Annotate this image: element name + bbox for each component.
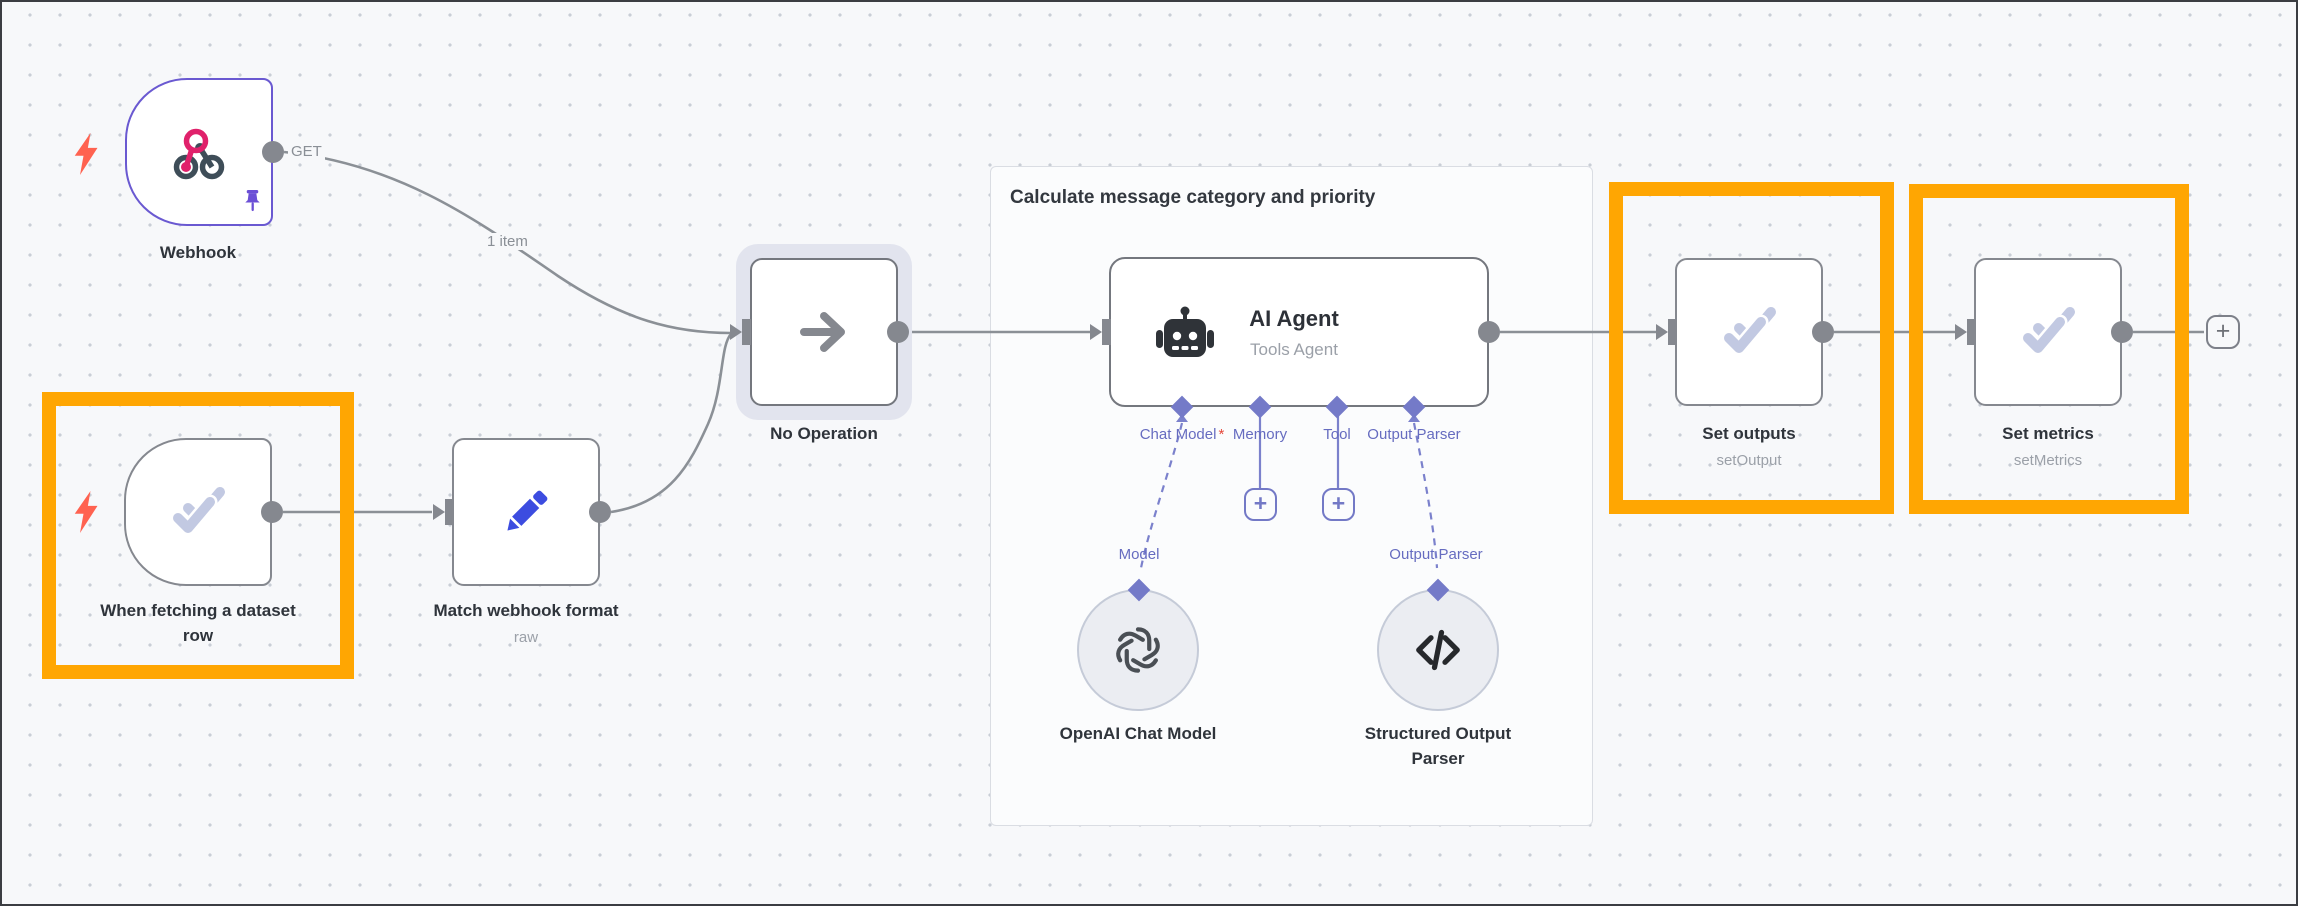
agent-port-label-tool: Tool [1323,426,1351,443]
trigger-bolt-icon [74,491,98,533]
agent-port-label-memory: Memory [1232,426,1288,443]
connection-match-to-noop[interactable] [610,333,733,514]
setmetrics-node-label: Set metrics [2002,424,2094,443]
add-memory-button[interactable]: + [1244,488,1277,521]
openai-node-label: OpenAI Chat Model [1059,724,1217,743]
agent-title: AI Agent [1249,306,1339,331]
noop-input-port[interactable] [730,319,751,345]
group-title: Calculate message category and priority [1010,187,1376,208]
setoutputs-node-label: Set outputs [1702,424,1796,443]
double-check-icon [1721,307,1776,356]
setoutputs-output-port[interactable] [1812,321,1834,343]
setmetrics-input-port[interactable] [1955,319,1976,345]
add-node-button[interactable]: + [2206,315,2240,349]
openai-logo-icon [1116,627,1160,673]
pencil-icon [507,490,548,531]
webhook-output-port[interactable] [262,141,284,163]
match-input-port[interactable] [433,499,454,525]
add-tool-button[interactable]: + [1322,488,1355,521]
setoutputs-input-port[interactable] [1656,319,1677,345]
match-output-port[interactable] [589,501,611,523]
trigger-bolt-icon [74,133,98,175]
match-node-label: Match webhook format [433,601,619,620]
connection-items-count-label: 1 item [484,233,531,250]
match-node-subtitle: raw [513,629,539,646]
connection-outputparser-to-parser[interactable] [1412,422,1439,569]
double-check-icon [2020,307,2075,356]
setmetrics-output-port[interactable] [2111,321,2133,343]
robot-icon [1156,306,1214,357]
arrow-right-icon [800,312,845,352]
webhook-output-method-label: GET [288,143,325,160]
noop-node-label: No Operation [770,424,878,443]
webhook-node-label: Webhook [159,243,237,262]
dataset-node-label: When fetching a dataset row [100,601,296,645]
parser-port-label: Output Parser [1389,546,1483,563]
agent-subtitle: Tools Agent [1250,340,1338,359]
connection-chatmodel-to-openai[interactable] [1139,422,1184,569]
node-match-webhook-format[interactable] [452,438,600,586]
pin-icon [245,190,260,212]
agent-output-port[interactable] [1478,321,1500,343]
agent-port-label-chat-model: Chat Model* [1139,426,1225,443]
connection-webhook-to-noop[interactable] [283,150,732,335]
setmetrics-node-subtitle: setMetrics [2013,452,2083,469]
openai-port-label: Model [1118,546,1160,563]
agent-input-port[interactable] [1090,319,1111,345]
setoutputs-node-subtitle: setOutput [1716,452,1782,469]
agent-port-label-output-parser: Output Parser [1367,426,1461,443]
noop-output-port[interactable] [887,321,909,343]
dataset-output-port[interactable] [261,501,283,523]
double-check-icon [170,487,225,536]
webhook-icon [173,128,225,180]
code-icon [1416,629,1460,671]
parser-node-label: Structured Output Parser [1364,724,1512,768]
